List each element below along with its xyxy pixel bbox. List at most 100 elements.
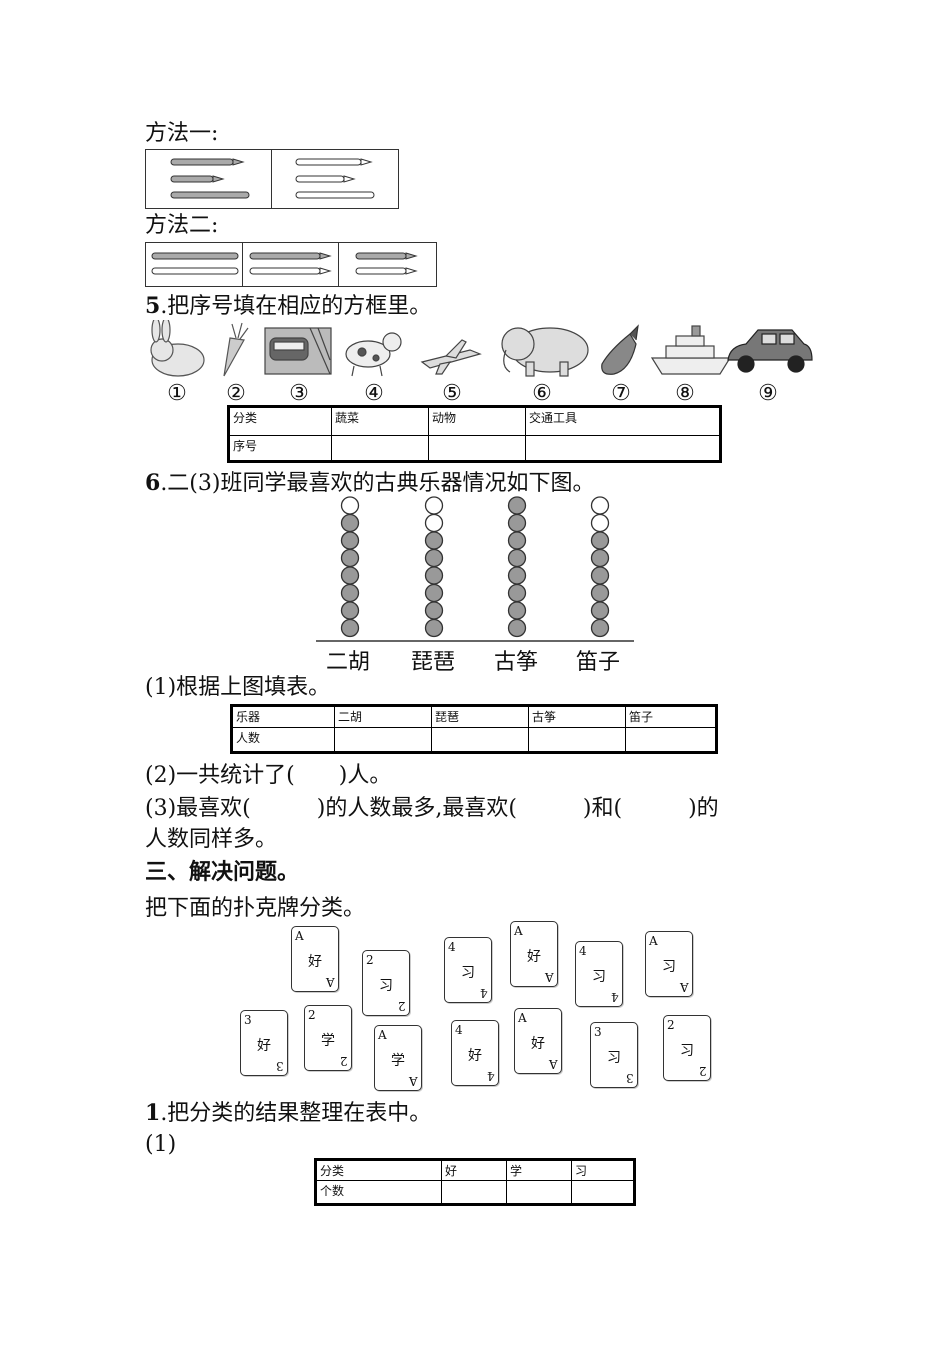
q6-answer-cell[interactable] bbox=[528, 727, 626, 753]
number-3: ③ bbox=[289, 381, 309, 406]
filled-circle-mark bbox=[590, 583, 610, 603]
q6-answer-cell[interactable] bbox=[334, 727, 432, 753]
q5-table-header: 蔬菜 bbox=[331, 406, 429, 436]
q1-answer-cell[interactable] bbox=[506, 1180, 572, 1205]
card-rank-inverted: 3 bbox=[276, 1059, 284, 1073]
filled-circle-mark bbox=[590, 566, 610, 585]
filled-circle-mark bbox=[507, 601, 527, 620]
card-character: 习 bbox=[607, 1050, 621, 1066]
carrot-icon bbox=[223, 322, 249, 377]
method1-label: 方法一: bbox=[145, 121, 219, 146]
filled-circle-mark bbox=[507, 531, 527, 550]
elephant-icon bbox=[501, 327, 589, 377]
card-rank: 4 bbox=[448, 940, 456, 954]
card-rank: 2 bbox=[366, 953, 374, 967]
q1-answer-cell[interactable] bbox=[571, 1180, 635, 1205]
card-character: 好 bbox=[468, 1048, 482, 1064]
rabbit-icon bbox=[150, 320, 205, 377]
filled-circle-mark bbox=[424, 601, 444, 620]
card-character: 学 bbox=[321, 1033, 335, 1049]
card-character: 好 bbox=[527, 949, 541, 965]
q1-question: 1.把分类的结果整理在表中。 bbox=[145, 1100, 432, 1126]
filled-circle-mark bbox=[424, 566, 444, 585]
pencils-icon bbox=[170, 158, 375, 199]
q5-answer-cell[interactable] bbox=[428, 435, 526, 462]
empty-circle-mark bbox=[424, 513, 444, 533]
empty-circle-mark bbox=[590, 496, 610, 515]
q6-sub1: (1)根据上图填表。 bbox=[145, 675, 331, 700]
filled-circle-mark bbox=[507, 583, 527, 603]
q6-table-header: 二胡 bbox=[334, 705, 432, 728]
category-label: 二胡 bbox=[326, 650, 371, 675]
number-4: ④ bbox=[364, 381, 384, 406]
filled-circle-mark bbox=[590, 531, 610, 550]
pictures-row bbox=[150, 320, 813, 377]
filled-circle-mark bbox=[590, 618, 610, 638]
card-rank: 4 bbox=[455, 1023, 463, 1037]
card-character: 好 bbox=[257, 1038, 271, 1054]
card-rank-inverted: 2 bbox=[699, 1064, 707, 1078]
q5-answer-cell[interactable] bbox=[331, 435, 429, 462]
card-character: 习 bbox=[592, 969, 606, 985]
filled-circle-mark bbox=[424, 583, 444, 603]
q5-table-rowlabel: 序号 bbox=[228, 435, 332, 462]
card-rank-inverted: 4 bbox=[480, 986, 488, 1000]
train-icon bbox=[264, 327, 332, 375]
q5-table-header: 动物 bbox=[428, 406, 526, 436]
card-rank-inverted: A bbox=[549, 1057, 558, 1071]
method2-label: 方法二: bbox=[145, 213, 219, 238]
card-rank: A bbox=[295, 929, 304, 943]
pencils-icon bbox=[151, 252, 418, 275]
card-rank-inverted: 3 bbox=[626, 1071, 634, 1085]
q1-answer-cell[interactable] bbox=[441, 1180, 507, 1205]
cow-icon bbox=[345, 332, 402, 377]
card-rank: 3 bbox=[594, 1025, 602, 1039]
filled-circle-mark bbox=[590, 601, 610, 620]
number-6: ⑥ bbox=[532, 381, 552, 406]
card-character: 好 bbox=[308, 954, 322, 970]
filled-circle-mark bbox=[340, 601, 360, 620]
number-1: ① bbox=[167, 381, 187, 406]
number-8: ⑧ bbox=[675, 381, 695, 406]
card-rank: 2 bbox=[308, 1008, 316, 1022]
filled-circle-mark bbox=[424, 548, 444, 568]
number-5: ⑤ bbox=[442, 381, 462, 406]
car-icon bbox=[727, 329, 813, 373]
card-rank-inverted: 2 bbox=[398, 999, 406, 1013]
card-character: 习 bbox=[461, 965, 475, 981]
pictograph-chart bbox=[316, 496, 634, 642]
q6-table: 乐器 二胡 琵琶 古筝 笛子 人数 bbox=[230, 704, 718, 754]
q6-sub3-line2: 人数同样多。 bbox=[145, 827, 278, 852]
filled-circle-mark bbox=[340, 548, 360, 568]
q5-table-header: 交通工具 bbox=[525, 406, 721, 436]
card-rank: A bbox=[518, 1011, 527, 1025]
card-rank-inverted: 4 bbox=[611, 990, 619, 1004]
q6-table-rowlabel: 人数 bbox=[231, 727, 335, 753]
q1-table-header: 习 bbox=[571, 1159, 635, 1181]
filled-circle-mark bbox=[590, 548, 610, 568]
q6-answer-cell[interactable] bbox=[431, 727, 529, 753]
q6-table-header: 琵琶 bbox=[431, 705, 529, 728]
filled-circle-mark bbox=[340, 618, 360, 638]
q6-sub2: (2)一共统计了( )人。 bbox=[145, 763, 392, 788]
card-rank: 3 bbox=[244, 1013, 252, 1027]
q6-answer-cell[interactable] bbox=[625, 727, 717, 753]
plane-icon bbox=[420, 339, 482, 375]
q5-answer-cell[interactable] bbox=[525, 435, 721, 462]
card-rank-inverted: 2 bbox=[340, 1054, 348, 1068]
card-rank: A bbox=[514, 924, 523, 938]
number-7: ⑦ bbox=[611, 381, 631, 406]
